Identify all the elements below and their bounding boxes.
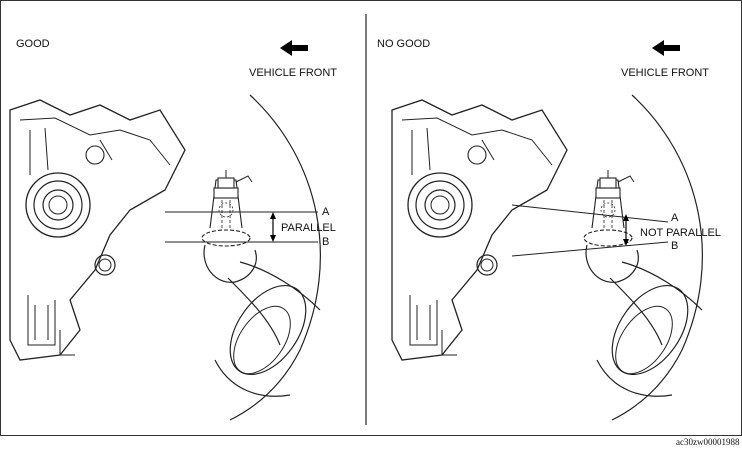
no-good-line-a xyxy=(511,204,669,223)
good-vehicle-front-label: VEHICLE FRONT xyxy=(249,67,338,79)
good-status-label: GOOD xyxy=(16,38,50,50)
no-good-line-b xyxy=(511,241,669,257)
no-good-status-label: NO GOOD xyxy=(377,38,431,50)
good-line-a-label: A xyxy=(322,206,330,218)
good-line-b-label: B xyxy=(322,236,330,248)
good-parallel-label: PARALLEL xyxy=(281,222,336,234)
good-parallel-arrow-icon xyxy=(270,212,276,242)
vehicle-front-arrow-icon-2 xyxy=(652,40,680,56)
no-good-vehicle-front-label: VEHICLE FRONT xyxy=(621,67,710,79)
no-good-not-parallel-arrow-icon xyxy=(623,214,629,246)
vehicle-front-arrow-icon xyxy=(280,40,308,56)
no-good-line-b-label: B xyxy=(671,240,679,252)
figure-code: ac30zw00001988 xyxy=(676,437,740,447)
no-good-line-a-label: A xyxy=(671,212,679,224)
no-good-not-parallel-label: NOT PARALLEL xyxy=(640,227,721,239)
